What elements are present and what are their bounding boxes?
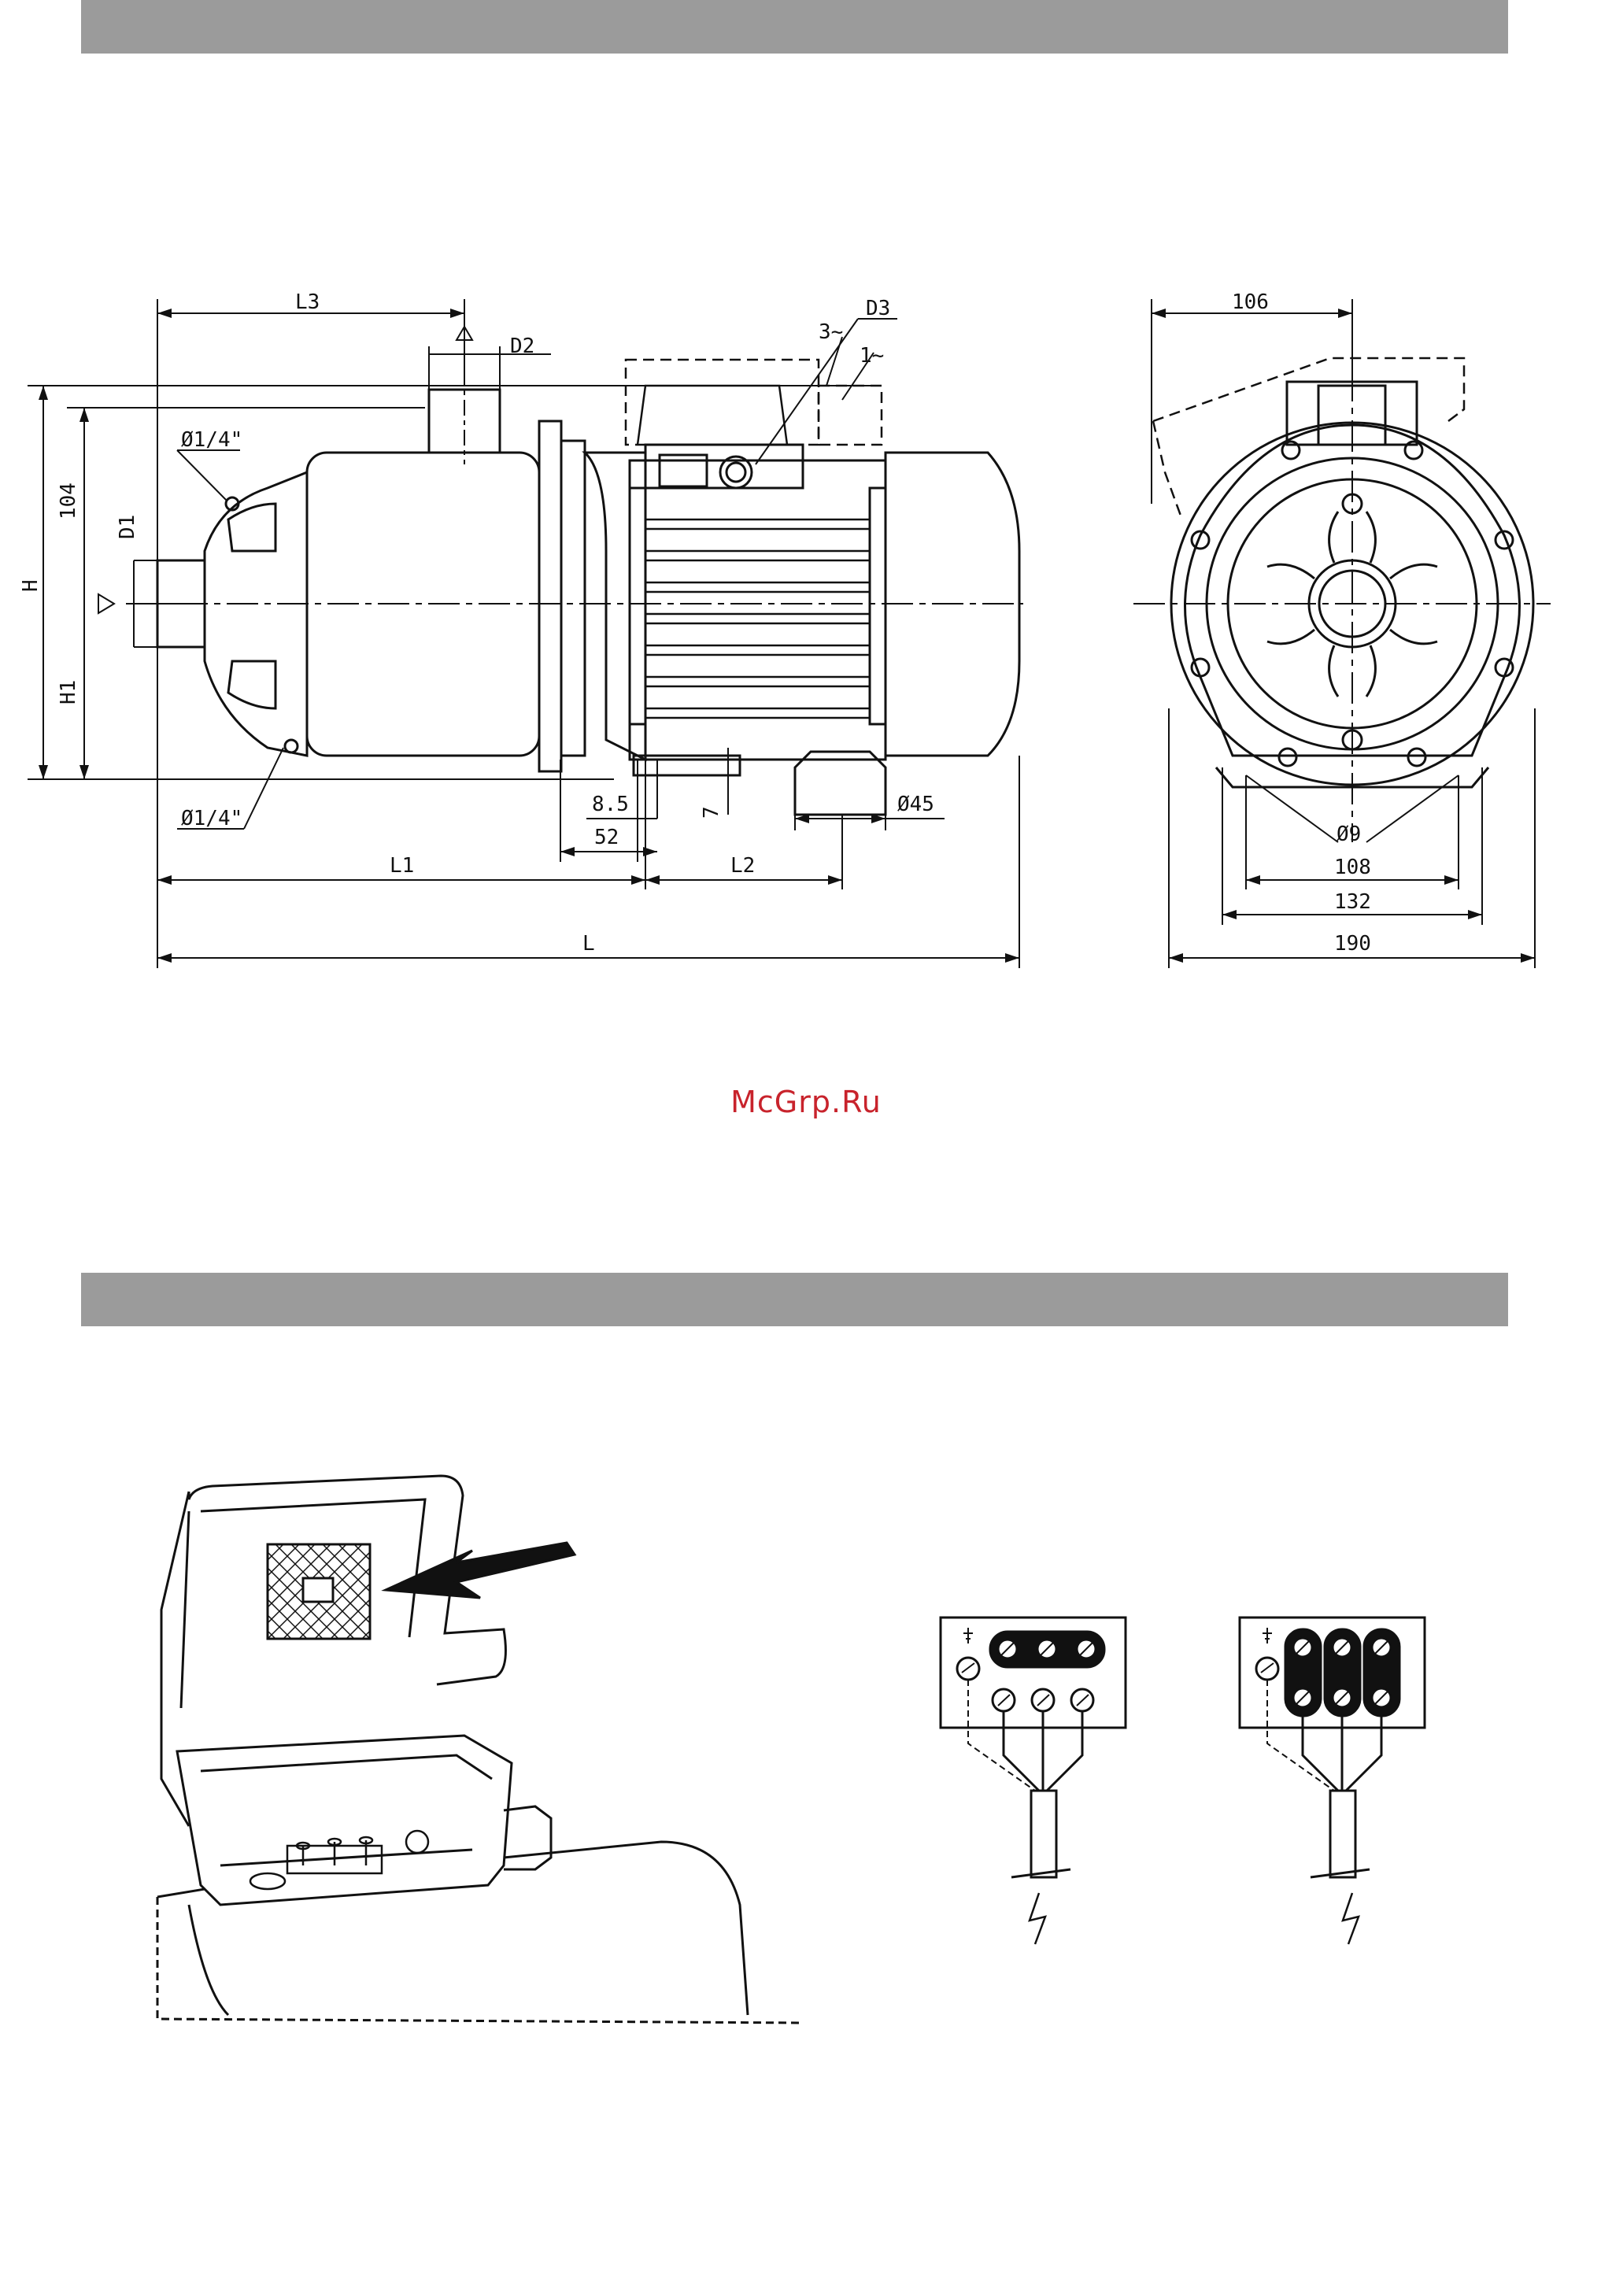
label-8-5: 8.5 bbox=[592, 793, 629, 816]
label-106: 106 bbox=[1232, 290, 1269, 314]
label-one-phase: 1~ bbox=[860, 344, 884, 368]
label-D3: D3 bbox=[866, 297, 890, 320]
label-9: Ø9 bbox=[1337, 823, 1361, 846]
pump-side-view bbox=[28, 299, 1023, 968]
label-D2: D2 bbox=[510, 335, 534, 358]
terminal-box-illustration bbox=[157, 1476, 803, 2023]
watermark: McGrp.Ru bbox=[0, 1085, 1612, 1119]
label-L3: L3 bbox=[295, 290, 320, 314]
label-port-top: Ø1/4" bbox=[181, 428, 242, 452]
wiring-diagram-star bbox=[941, 1618, 1126, 1944]
label-132: 132 bbox=[1334, 890, 1371, 914]
label-108: 108 bbox=[1334, 856, 1371, 879]
label-L1: L1 bbox=[390, 854, 414, 878]
label-104: 104 bbox=[57, 482, 80, 519]
label-H: H bbox=[19, 579, 43, 592]
label-D1: D1 bbox=[116, 515, 139, 539]
label-L2: L2 bbox=[730, 854, 755, 878]
label-L: L bbox=[582, 932, 595, 956]
label-45: Ø45 bbox=[897, 793, 934, 816]
label-190: 190 bbox=[1334, 932, 1371, 956]
wiring-diagram-delta bbox=[1240, 1618, 1425, 1944]
label-three-phase: 3~ bbox=[819, 320, 843, 344]
label-7: 7 bbox=[700, 806, 723, 819]
label-52: 52 bbox=[594, 826, 619, 849]
label-H1: H1 bbox=[57, 680, 80, 704]
label-port-bottom: Ø1/4" bbox=[181, 807, 242, 830]
